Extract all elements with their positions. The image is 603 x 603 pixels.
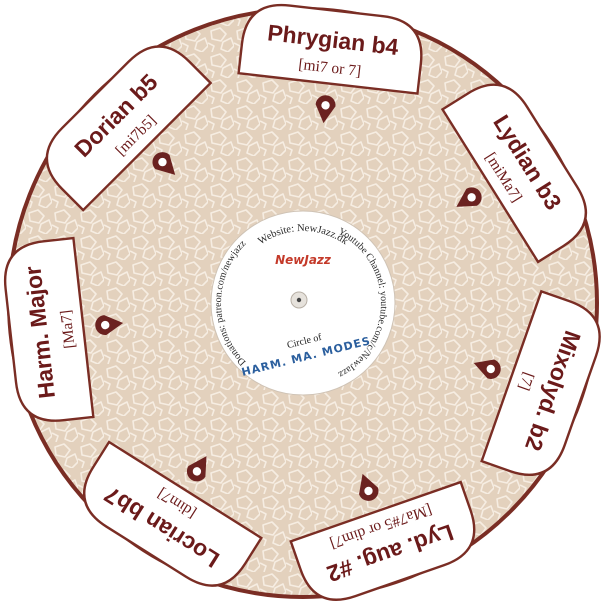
mode-tab-plate <box>480 289 601 476</box>
mode-tab-plate <box>289 480 476 601</box>
mode-tab-plate <box>83 440 263 587</box>
pin-hole <box>486 364 495 374</box>
mode-tab-plate <box>45 45 213 212</box>
mode-tab: Lyd. aug. #2[Ma7#5 or dim7] <box>289 473 476 601</box>
mode-tab-plate <box>3 236 95 422</box>
pin-hole <box>192 467 202 476</box>
center-hub: Website: NewJazz.dk Youtube Channel: you… <box>210 210 396 396</box>
pin-hole <box>467 193 476 202</box>
brand-logo: NewJazz <box>275 253 332 267</box>
pin-hole <box>364 486 373 496</box>
mode-tab: Harm. Major[Ma7] <box>3 236 124 422</box>
mode-tab: Phrygian b4[mi7 or 7] <box>237 3 423 124</box>
mode-chord: [7] <box>515 370 537 393</box>
mode-chord: [Ma7] <box>57 309 78 349</box>
pin-hole <box>158 157 167 167</box>
pin-hole <box>321 101 330 110</box>
pin-hole <box>101 320 110 330</box>
mode-tab-plate <box>237 3 423 95</box>
mode-tab-plate <box>440 83 587 264</box>
